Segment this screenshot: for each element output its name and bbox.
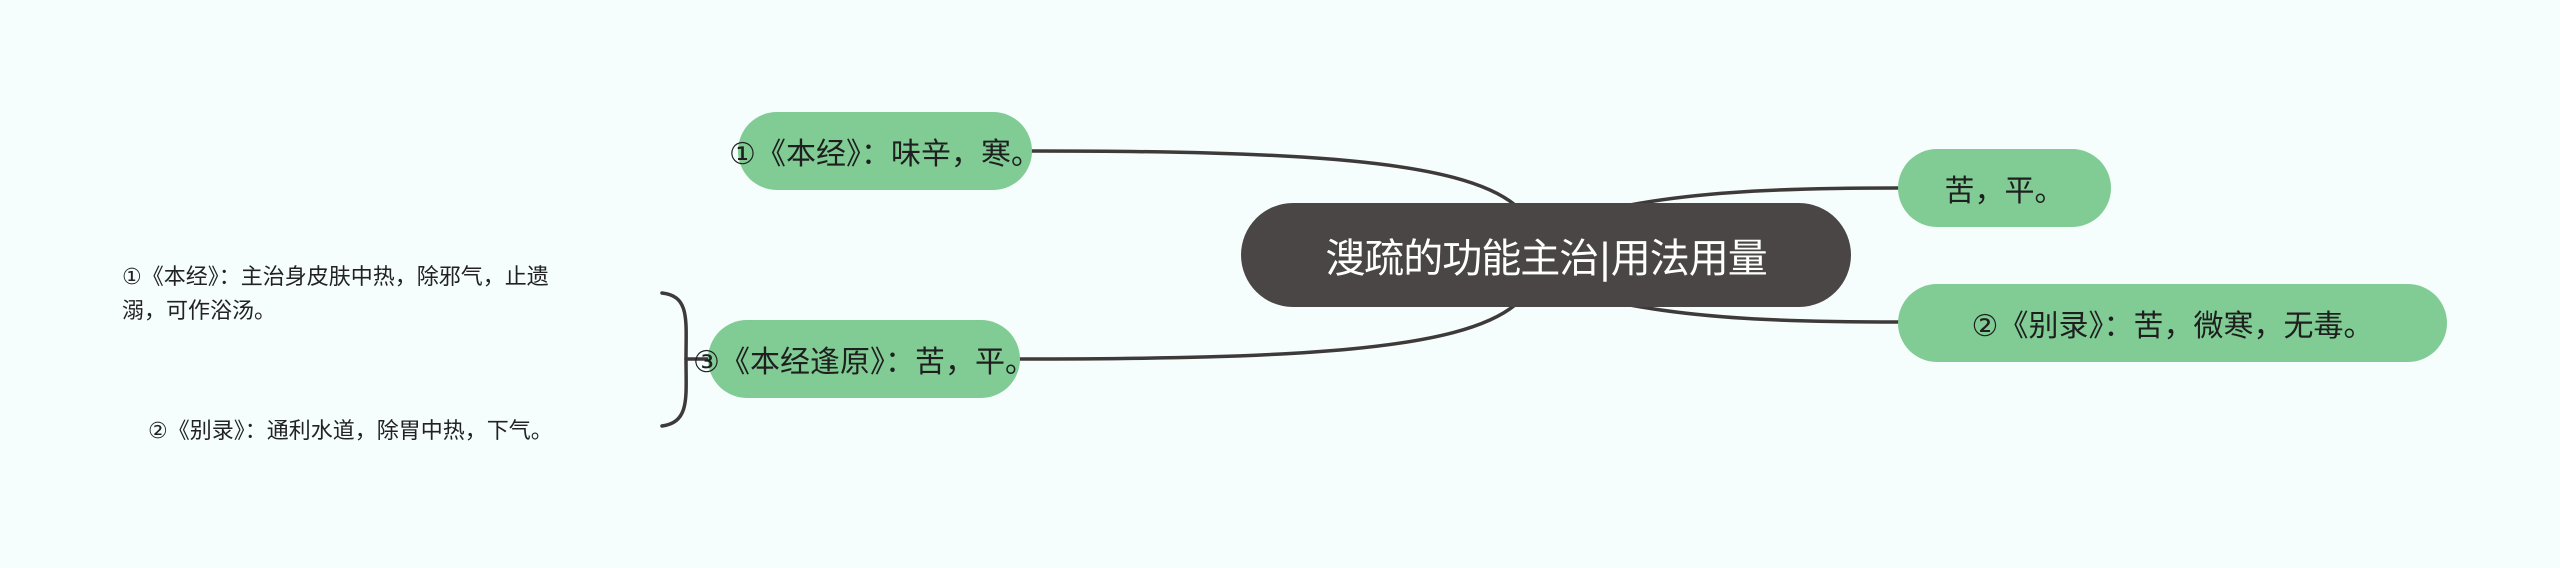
root-node[interactable]: 溲疏的功能主治|用法用量 xyxy=(1241,203,1851,307)
leaf-bielu-tongli-label: ②《别录》：通利水道，除胃中热，下气。 xyxy=(148,419,553,444)
branch-benjingfengyuan-label: ③《本经逢原》：苦，平。 xyxy=(693,345,1035,380)
leaf-benjing-zhuzhi-line2: 溺，可作浴汤。 xyxy=(122,299,277,324)
branch-benjing-label: ①《本经》：味辛，寒。 xyxy=(729,137,1041,172)
root-node-label: 溲疏的功能主治|用法用量 xyxy=(1325,236,1767,282)
branch-kuping-label: 苦，平。 xyxy=(1944,174,2065,209)
leaf-bielu-tongli[interactable]: ②《别录》：通利水道，除胃中热，下气。 xyxy=(148,415,553,449)
branch-benjing-node[interactable]: ①《本经》：味辛，寒。 xyxy=(729,112,1041,190)
connector-root-to-benjingfengyuan xyxy=(1018,303,1517,361)
leaf-benjing-zhuzhi-line1: ①《本经》：主治身皮肤中热，除邪气，止遗 xyxy=(122,265,549,290)
branch-kuping-node[interactable]: 苦，平。 xyxy=(1898,149,2111,227)
connector-root-to-benjing xyxy=(1030,149,1517,207)
branch-bielu-label: ②《别录》：苦，微寒，无毒。 xyxy=(1971,309,2374,344)
leaf-benjing-zhuzhi[interactable]: ①《本经》：主治身皮肤中热，除邪气，止遗 溺，可作浴汤。 xyxy=(122,261,549,329)
connector-root-to-kuping xyxy=(1628,186,1900,207)
connector-root-to-bielu xyxy=(1628,303,1900,324)
leaf-bracket xyxy=(660,291,688,428)
branch-benjingfengyuan-node[interactable]: ③《本经逢原》：苦，平。 xyxy=(693,320,1035,398)
branch-bielu-node[interactable]: ②《别录》：苦，微寒，无毒。 xyxy=(1898,284,2447,362)
